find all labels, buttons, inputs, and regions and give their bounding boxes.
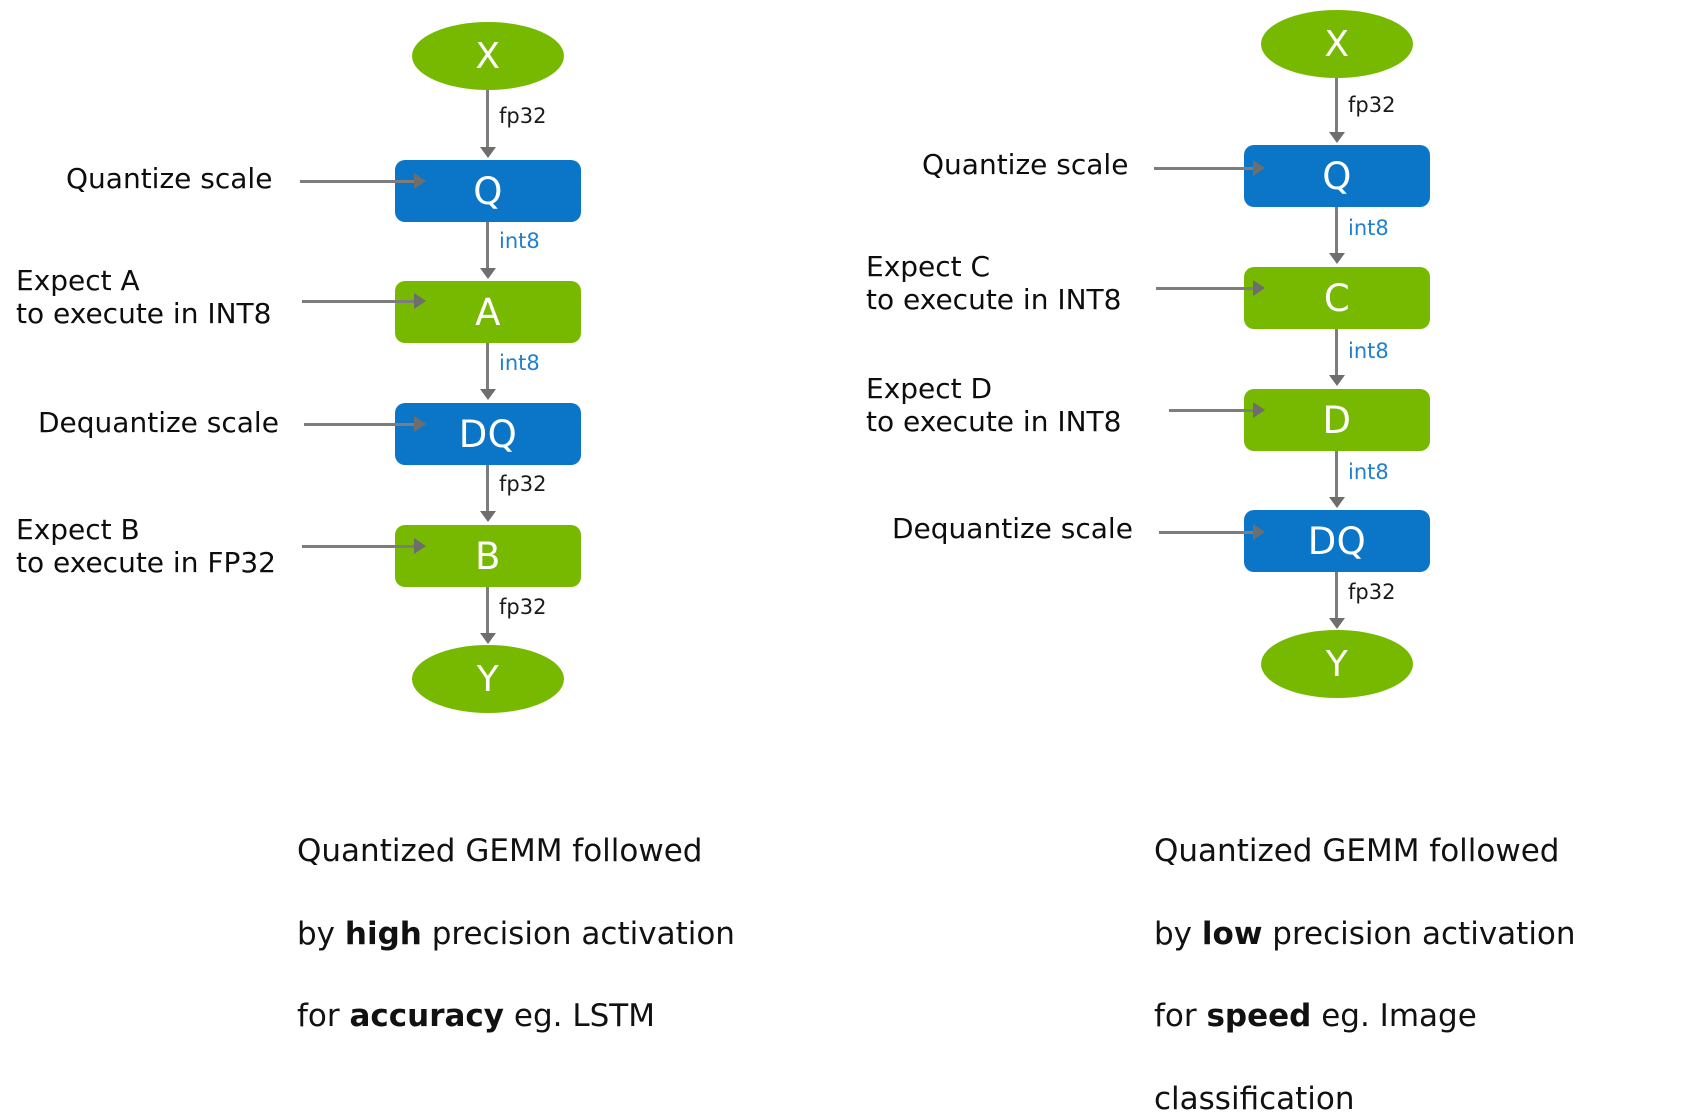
left-caption-line3-bold: accuracy (349, 998, 505, 1035)
edge-label-c-d: int8 (1348, 339, 1389, 363)
side-note-dequantize-scale: Dequantize scale (892, 512, 1133, 545)
left-caption-line3-pre: for (297, 998, 350, 1035)
edge-x-q-arrow (1329, 132, 1345, 143)
edge-label-x-q: fp32 (1348, 93, 1396, 117)
side-note-quantize-scale: Quantize scale (66, 162, 273, 195)
side-arrow-dq-head (1253, 524, 1265, 540)
side-arrow-c-line (1156, 287, 1254, 290)
node-dq-label: DQ (458, 412, 518, 456)
right-caption-line1: Quantized GEMM followed (1154, 833, 1560, 870)
edge-label-d-dq: int8 (1348, 460, 1389, 484)
side-arrow-q-head (414, 173, 426, 189)
edge-label-q-a: int8 (499, 229, 540, 253)
node-q[interactable]: Q (1244, 145, 1430, 207)
node-b-label: B (475, 534, 501, 578)
node-a-label: A (475, 290, 501, 334)
edge-q-a-arrow (480, 268, 496, 279)
edge-c-d-arrow (1329, 375, 1345, 386)
left-caption-line3-post: eg. LSTM (504, 998, 655, 1035)
node-y-label: Y (476, 658, 500, 700)
edge-dq-y-arrow (1329, 618, 1345, 629)
side-arrow-b-head (414, 538, 426, 554)
node-q-label: Q (1322, 154, 1352, 198)
edge-x-q-arrow (480, 147, 496, 158)
left-caption-line2-bold: high (344, 915, 422, 952)
edge-label-q-c: int8 (1348, 216, 1389, 240)
side-note-expect-a: Expect A to execute in INT8 (16, 264, 272, 331)
right-caption-line3-pre: for (1154, 998, 1207, 1035)
edge-b-y-arrow (480, 633, 496, 644)
side-note-expect-b: Expect B to execute in FP32 (16, 513, 276, 580)
node-y[interactable]: Y (1261, 630, 1413, 698)
node-q[interactable]: Q (395, 160, 581, 222)
side-note-dequantize-scale: Dequantize scale (38, 406, 279, 439)
side-arrow-d-head (1253, 402, 1265, 418)
side-arrow-q-line (1154, 167, 1254, 170)
node-q-label: Q (473, 169, 503, 213)
node-y[interactable]: Y (412, 645, 564, 713)
node-dq-label: DQ (1307, 519, 1367, 563)
node-c[interactable]: C (1244, 267, 1430, 329)
edge-a-dq-arrow (480, 389, 496, 400)
right-caption-line2-pre: by (1154, 915, 1202, 952)
edge-x-q-line (1335, 78, 1338, 134)
edge-a-dq-line (486, 343, 489, 391)
edge-x-q-line (486, 90, 489, 149)
edge-d-dq-arrow (1329, 497, 1345, 508)
node-c-label: C (1323, 276, 1351, 320)
edge-q-c-arrow (1329, 253, 1345, 264)
side-arrow-dq-line (304, 423, 415, 426)
edge-label-dq-y: fp32 (1348, 580, 1396, 604)
side-arrow-d-line (1169, 409, 1254, 412)
edge-dq-b-line (486, 465, 489, 513)
node-x-label: X (1324, 23, 1350, 65)
right-caption-line3-post: eg. Image (1311, 998, 1477, 1035)
node-dq[interactable]: DQ (1244, 510, 1430, 572)
right-caption-line4: classification (1154, 1080, 1355, 1117)
side-arrow-c-head (1253, 280, 1265, 296)
edge-b-y-line (486, 587, 489, 635)
node-y-label: Y (1325, 643, 1349, 685)
right-caption-line2-post: precision activation (1262, 915, 1576, 952)
node-b[interactable]: B (395, 525, 581, 587)
side-arrow-b-line (302, 545, 415, 548)
node-x[interactable]: X (1261, 10, 1413, 78)
edge-q-c-line (1335, 207, 1338, 255)
edge-label-x-q: fp32 (499, 104, 547, 128)
left-caption: Quantized GEMM followed by high precisio… (297, 790, 767, 1037)
node-x-label: X (475, 35, 501, 77)
left-caption-line2-pre: by (297, 915, 345, 952)
edge-d-dq-line (1335, 451, 1338, 499)
side-arrow-q-line (300, 180, 415, 183)
node-d-label: D (1322, 398, 1352, 442)
edge-c-d-line (1335, 329, 1338, 377)
edge-label-b-y: fp32 (499, 595, 547, 619)
right-diagram-panel: X fp32 Q int8 C int8 D (844, 0, 1688, 1117)
edge-dq-y-line (1335, 572, 1338, 620)
node-dq[interactable]: DQ (395, 403, 581, 465)
side-arrow-a-line (302, 300, 415, 303)
edge-dq-b-arrow (480, 511, 496, 522)
side-arrow-dq-line (1159, 531, 1254, 534)
side-arrow-a-head (414, 293, 426, 309)
node-d[interactable]: D (1244, 389, 1430, 451)
node-x[interactable]: X (412, 22, 564, 90)
side-note-quantize-scale: Quantize scale (922, 148, 1129, 181)
right-caption-line3-bold: speed (1206, 998, 1312, 1035)
side-arrow-dq-head (414, 416, 426, 432)
side-note-expect-c: Expect C to execute in INT8 (866, 250, 1122, 317)
side-arrow-q-head (1253, 160, 1265, 176)
edge-q-a-line (486, 222, 489, 270)
left-diagram-panel: X fp32 Q int8 A int8 DQ (0, 0, 844, 1034)
side-note-expect-d: Expect D to execute in INT8 (866, 372, 1122, 439)
edge-label-a-dq: int8 (499, 351, 540, 375)
left-caption-line2-post: precision activation (421, 915, 735, 952)
right-caption: Quantized GEMM followed by low precision… (1154, 790, 1654, 1120)
edge-label-dq-b: fp32 (499, 472, 547, 496)
right-caption-line2-bold: low (1201, 915, 1263, 952)
left-caption-line1: Quantized GEMM followed (297, 833, 703, 870)
node-a[interactable]: A (395, 281, 581, 343)
